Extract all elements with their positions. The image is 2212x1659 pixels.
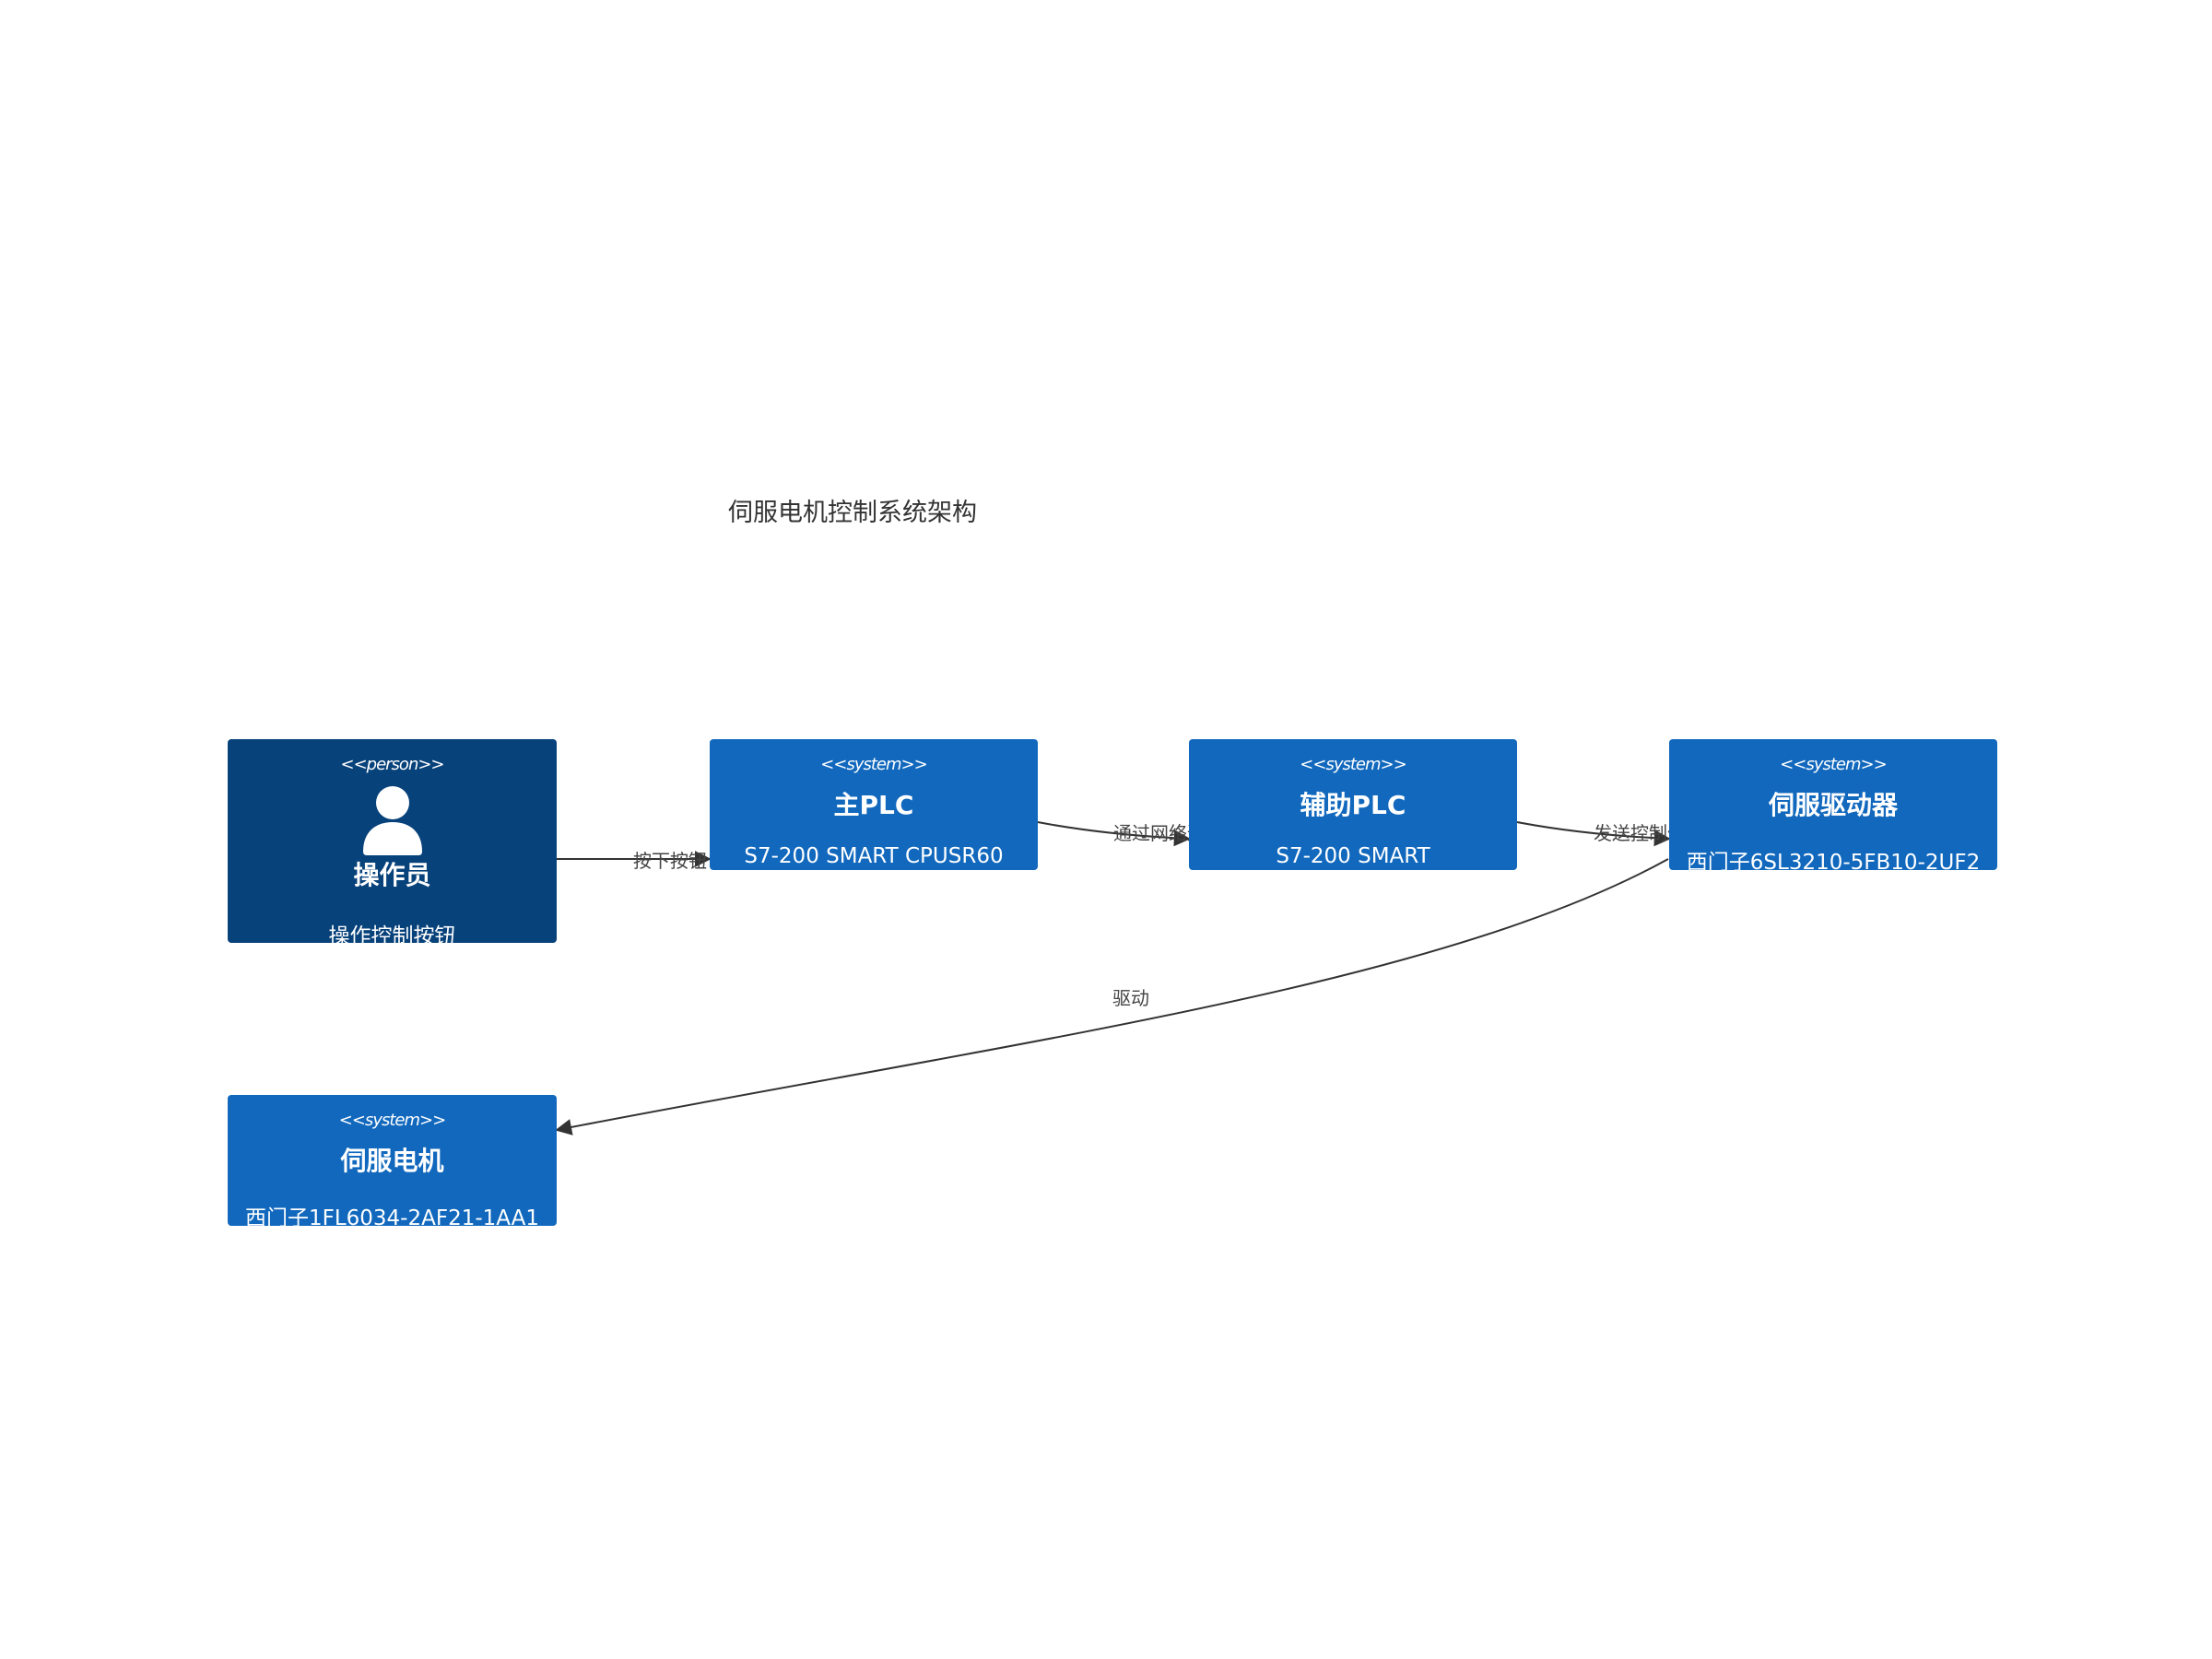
servo-driver-name: 伺服驱动器 — [1768, 790, 1898, 820]
diagram-title: 伺服电机控制系统架构 — [728, 499, 977, 527]
operator-description: 操作控制按钮 — [328, 924, 456, 948]
servo-driver-stereotype: <<system>> — [1780, 755, 1887, 774]
node-aux-plc[interactable]: <<system>> 辅助PLC S7-200 SMART — [1189, 739, 1517, 870]
operator-name: 操作员 — [353, 860, 431, 890]
node-servo-motor[interactable]: <<system>> 伺服电机 西门子1FL6034-2AF21-1AA1 — [228, 1095, 557, 1230]
aux-plc-stereotype: <<system>> — [1300, 755, 1406, 774]
node-operator[interactable]: <<person>> 操作员 操作控制按钮 — [228, 739, 557, 948]
edge-servo-driver-to-servo-motor — [555, 858, 1669, 1135]
servo-motor-description: 西门子1FL6034-2AF21-1AA1 — [244, 1206, 540, 1230]
main-plc-description: S7-200 SMART CPUSR60 — [744, 844, 1004, 868]
edge-main-plc-to-aux-plc — [1037, 821, 1191, 847]
aux-plc-name: 辅助PLC — [1300, 790, 1406, 820]
main-plc-name: 主PLC — [833, 790, 914, 820]
person-icon — [362, 786, 422, 855]
main-plc-stereotype: <<system>> — [820, 755, 927, 774]
edge-aux-plc-to-servo-driver — [1516, 821, 1671, 847]
servo-driver-description: 西门子6SL3210-5FB10-2UF2 — [1686, 851, 1981, 875]
node-main-plc[interactable]: <<system>> 主PLC S7-200 SMART CPUSR60 — [710, 739, 1038, 870]
node-servo-driver[interactable]: <<system>> 伺服驱动器 西门子6SL3210-5FB10-2UF2 — [1669, 739, 1997, 875]
edge-label-servo-driver-to-servo-motor: 驱动 — [1112, 987, 1149, 1009]
operator-stereotype: <<person>> — [340, 755, 444, 774]
edge-label-operator-to-main-plc: 按下按钮 — [633, 850, 707, 872]
servo-motor-name: 伺服电机 — [340, 1146, 444, 1176]
aux-plc-description: S7-200 SMART — [1276, 844, 1430, 868]
servo-motor-stereotype: <<system>> — [338, 1111, 446, 1130]
